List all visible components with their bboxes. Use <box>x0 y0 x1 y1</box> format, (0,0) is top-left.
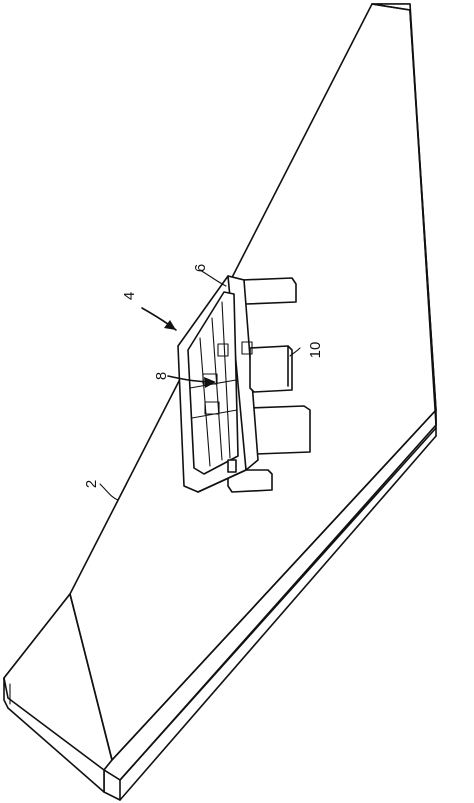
label-base: 2 <box>83 480 100 488</box>
leg-front-left <box>227 469 273 493</box>
board-left-strip <box>3 677 105 793</box>
leader-2 <box>99 483 119 501</box>
label-block: 10 <box>307 342 324 359</box>
leader-6 <box>199 269 227 287</box>
block-connector <box>241 341 253 355</box>
leader-lines <box>99 269 301 501</box>
label-frame: 6 <box>192 264 209 272</box>
inner-grid <box>189 301 238 467</box>
label-grid: 8 <box>153 372 170 380</box>
arrow-8-head <box>204 377 216 388</box>
leg-back-right <box>241 277 297 305</box>
frame-tab <box>227 459 237 473</box>
arrow-4-head <box>164 320 176 330</box>
leader-10 <box>289 347 301 357</box>
leg-back-mid <box>249 405 311 455</box>
block-box <box>249 345 293 393</box>
label-assembly: 4 <box>121 292 138 300</box>
